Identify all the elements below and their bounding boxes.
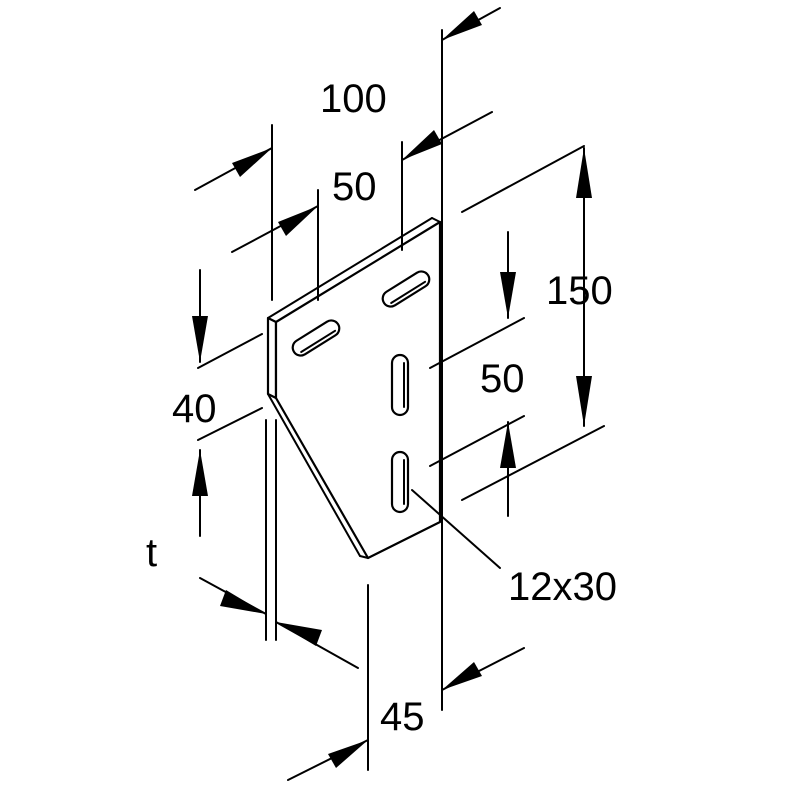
slot-top-right <box>381 270 431 308</box>
label-slot-size: 12x30 <box>508 565 617 609</box>
slot-lower <box>390 450 410 514</box>
label-height-overall: 150 <box>546 269 613 313</box>
label-depth: 45 <box>380 695 425 739</box>
dimension-arrows <box>192 7 592 781</box>
label-width-hole-spacing: 50 <box>332 165 377 209</box>
extension-lines <box>197 29 605 771</box>
angle-bracket <box>266 217 442 560</box>
label-thickness: t <box>146 531 157 575</box>
label-edge-distance: 40 <box>172 387 217 431</box>
slot-middle <box>390 353 410 417</box>
label-height-hole-spacing: 50 <box>480 357 525 401</box>
dimension-labels: 100 50 150 50 40 t 12x30 45 <box>146 77 617 739</box>
slot-top-left <box>291 319 341 357</box>
label-width-overall: 100 <box>320 77 387 121</box>
plate-edge <box>266 316 278 400</box>
